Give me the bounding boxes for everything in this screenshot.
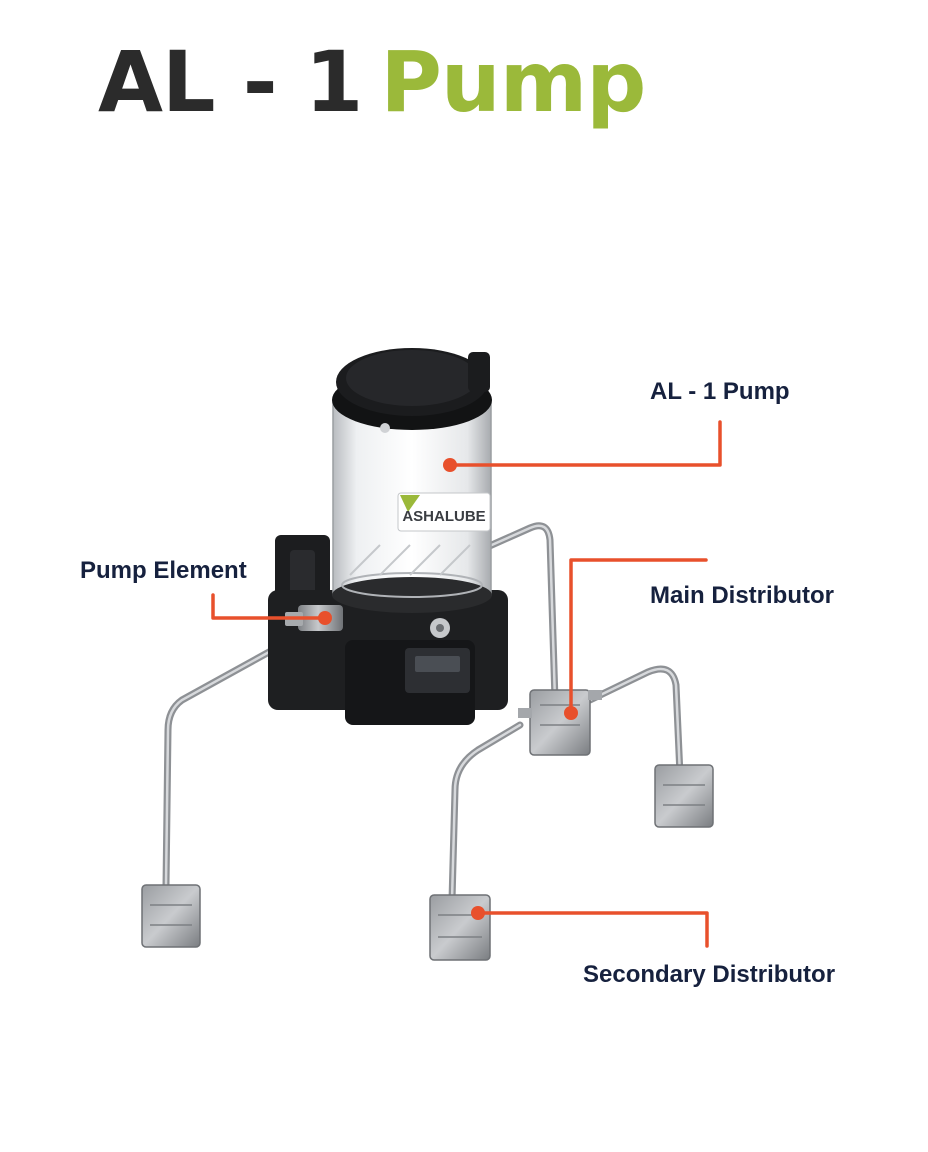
- callout-main-distributor-dot: [564, 706, 578, 720]
- distributor-block-right: [654, 764, 714, 828]
- callout-secondary-distributor-dot: [471, 906, 485, 920]
- callout-main-distributor-line: [569, 558, 708, 715]
- callout-pump-line: [448, 420, 722, 467]
- callout-pump-element-line: [211, 593, 327, 620]
- callout-secondary-distributor-line: [476, 911, 709, 948]
- label-al1-pump: AL - 1 Pump: [650, 378, 790, 405]
- label-main-distributor: Main Distributor: [650, 582, 834, 609]
- callout-pump-element-dot: [318, 611, 332, 625]
- callout-pump-dot: [443, 458, 457, 472]
- callout-dots: [318, 458, 578, 920]
- callout-lines: [211, 420, 722, 948]
- label-pump-element: Pump Element: [80, 557, 247, 584]
- secondary-distributor-block: [429, 894, 491, 961]
- lubrication-pipes: [162, 522, 684, 904]
- main-distributor-block: [518, 689, 602, 756]
- label-secondary-distributor: Secondary Distributor: [583, 961, 836, 988]
- pump-unit: ASHALUBE: [268, 348, 508, 725]
- brand-logo-text: ASHALUBE: [402, 508, 485, 525]
- title-product: Pump: [380, 33, 646, 131]
- title-model: AL - 1: [98, 33, 363, 131]
- distributor-block-left: [141, 884, 201, 948]
